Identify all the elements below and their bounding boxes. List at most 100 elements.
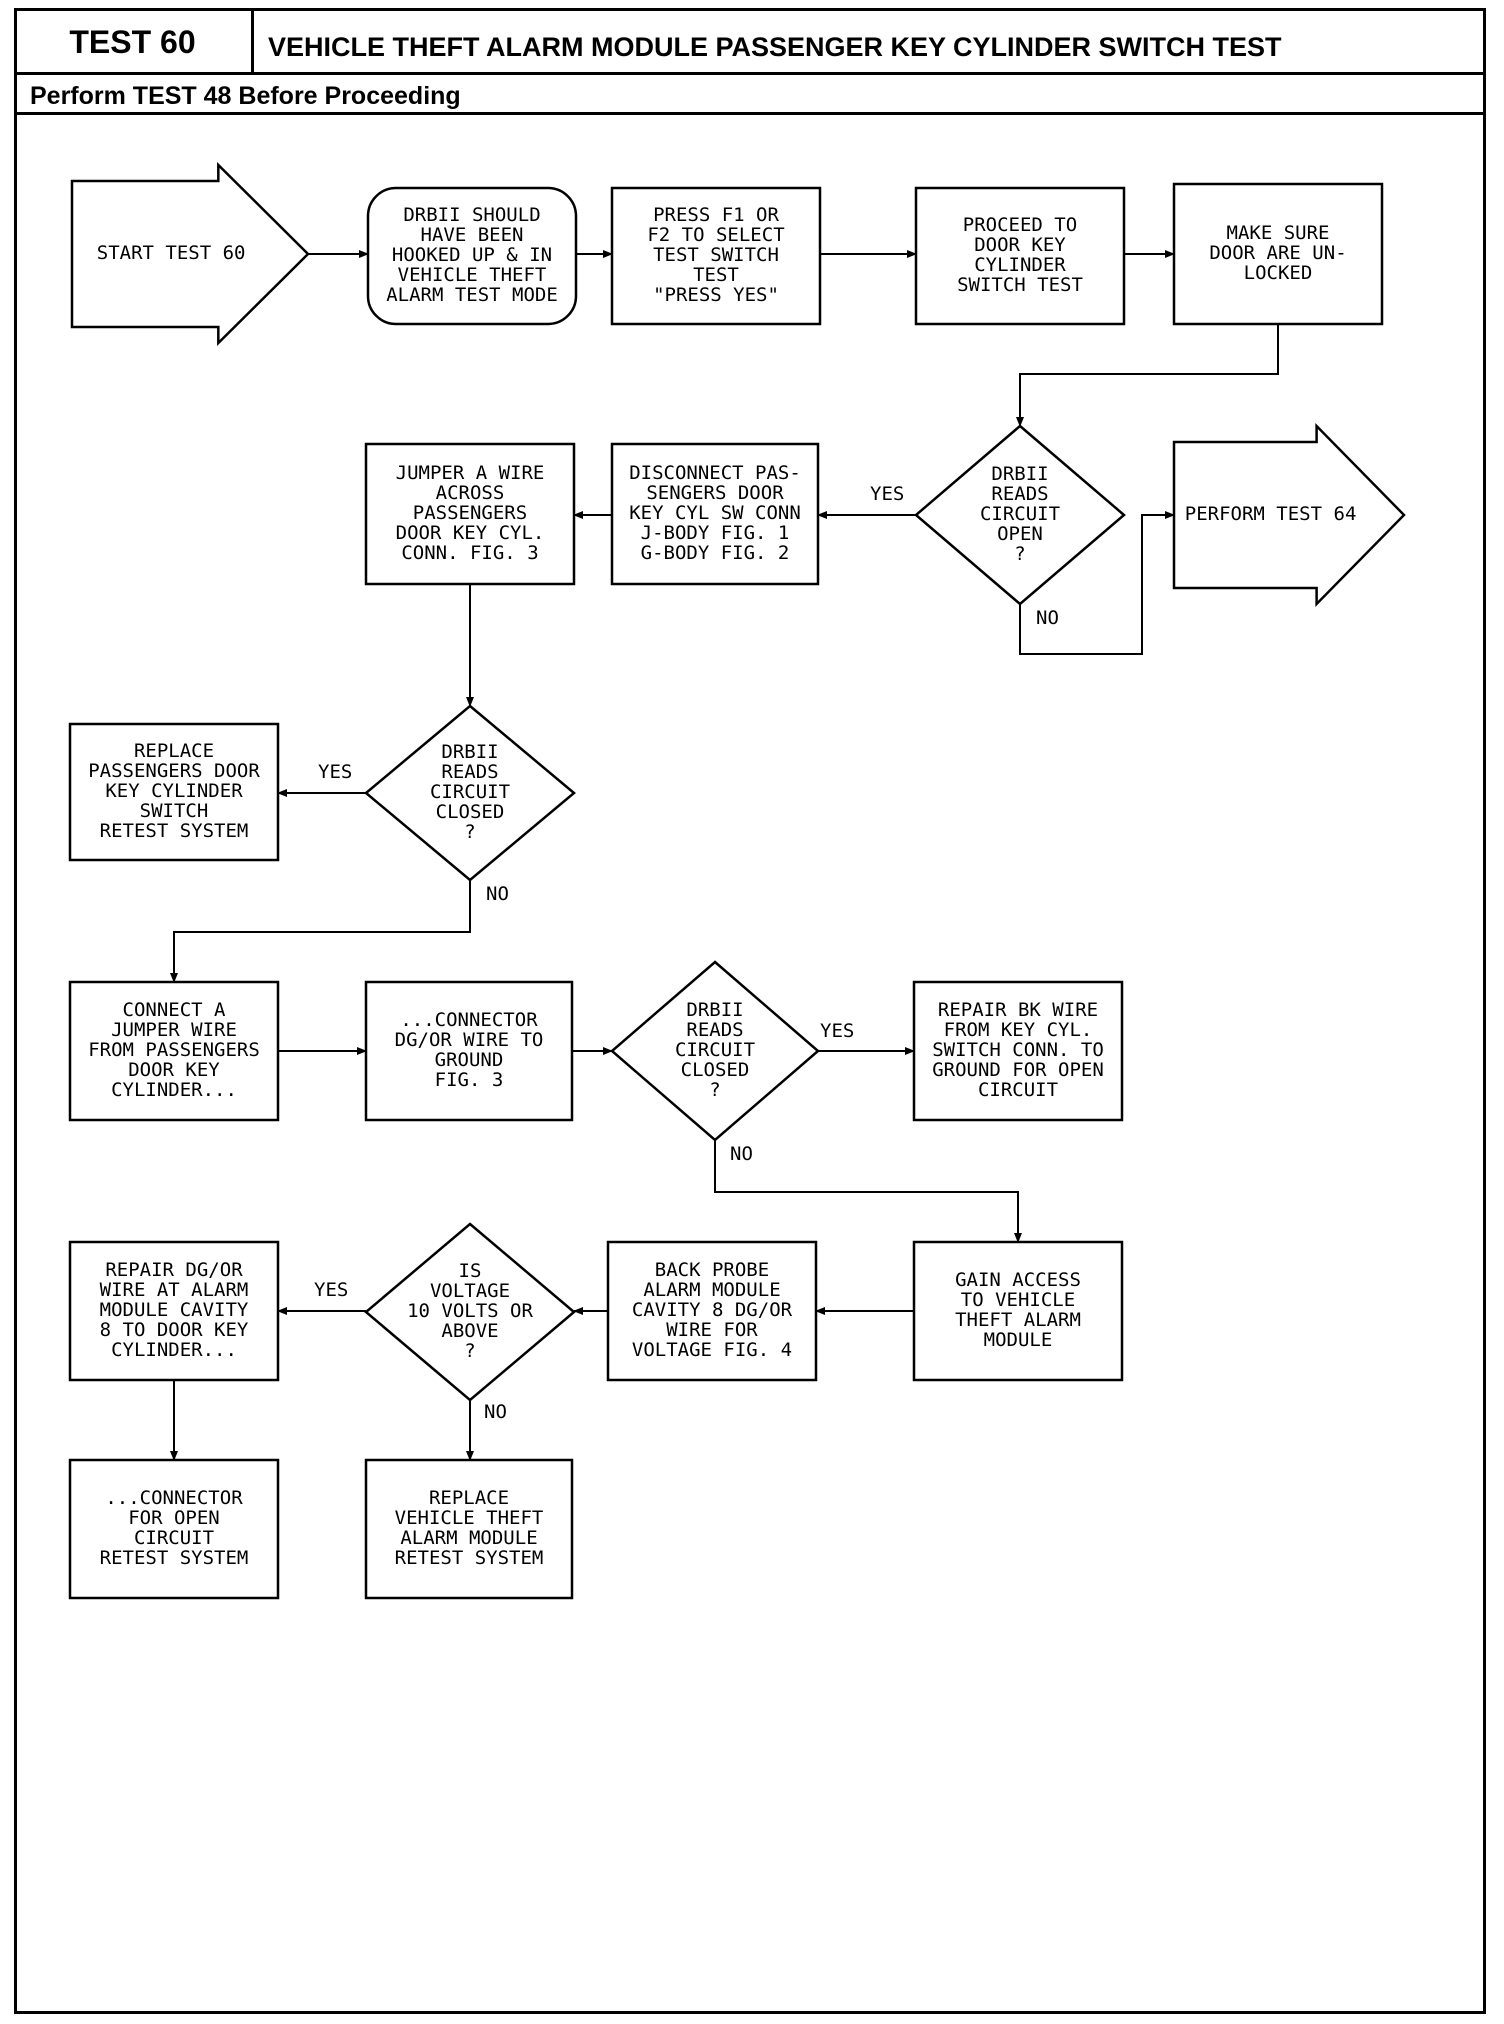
edge-open-no: [1019, 511, 1175, 655]
node-start: [70, 161, 310, 347]
node-connect-jumper-line: DOOR KEY: [128, 1059, 220, 1081]
node-repair-bk-line: FROM KEY CYL.: [944, 1019, 1093, 1041]
node-replace-switch-line: REPLACE: [134, 740, 214, 762]
node-connector-dg-line: ...CONNECTOR: [400, 1009, 538, 1031]
node-back-probe-line: BACK PROBE: [655, 1259, 769, 1281]
node-dec-open-line: READS: [991, 483, 1048, 505]
node-connector-dg-line: GROUND: [435, 1049, 504, 1071]
node-dec-voltage-line: 10 VOLTS OR: [407, 1300, 533, 1322]
test-number: TEST 60: [69, 24, 196, 60]
node-repair-bk-line: SWITCH CONN. TO: [932, 1039, 1104, 1061]
page-title: VEHICLE THEFT ALARM MODULE PASSENGER KEY…: [268, 32, 1282, 62]
edge-make-dec-open: [1016, 324, 1279, 427]
node-disconnect-line: J-BODY FIG. 1: [641, 522, 790, 544]
node-press-f1-line: F2 TO SELECT: [647, 224, 784, 246]
node-make-sure-line: MAKE SURE: [1227, 222, 1330, 244]
label-open-no: NO: [1036, 607, 1059, 629]
node-dec-closed1-line: READS: [441, 761, 498, 783]
node-repair-dg-line: CYLINDER...: [111, 1339, 237, 1361]
node-proceed-line: CYLINDER: [974, 254, 1066, 276]
node-back-probe-line: WIRE FOR: [666, 1319, 758, 1341]
header-divider: [14, 72, 1486, 75]
node-dec-closed1-line: DRBII: [441, 741, 498, 763]
label-open-yes: YES: [870, 483, 904, 505]
node-make-sure-line: DOOR ARE UN-: [1209, 242, 1346, 264]
node-press-f1-line: TEST SWITCH: [653, 244, 779, 266]
node-dec-voltage-line: ?: [464, 1340, 475, 1362]
node-disconnect-line: G-BODY FIG. 2: [641, 542, 790, 564]
node-proceed-line: PROCEED TO: [963, 214, 1077, 236]
edge-dec1-no: [170, 880, 471, 983]
label-dec1-yes: YES: [318, 761, 352, 783]
node-perform64-line: PERFORM TEST 64: [1185, 503, 1357, 525]
node-disconnect-line: KEY CYL SW CONN: [629, 502, 801, 524]
node-dec-open-line: OPEN: [997, 523, 1043, 545]
node-back-probe-line: ALARM MODULE: [643, 1279, 780, 1301]
node-replace-module-line: RETEST SYSTEM: [395, 1547, 544, 1569]
label-dec1-no: NO: [486, 883, 509, 905]
node-connector-open-line: RETEST SYSTEM: [100, 1547, 249, 1569]
node-jumper-across-line: JUMPER A WIRE: [396, 462, 545, 484]
subheader-divider: [14, 112, 1486, 115]
node-jumper-across-line: DOOR KEY CYL.: [396, 522, 545, 544]
node-repair-dg-line: WIRE AT ALARM: [100, 1279, 249, 1301]
page-frame: [14, 8, 1486, 2014]
node-press-f1-line: TEST: [693, 264, 739, 286]
node-repair-dg-line: 8 TO DOOR KEY: [100, 1319, 249, 1341]
node-repair-bk-line: REPAIR BK WIRE: [938, 999, 1098, 1021]
node-drb-hooked-line: ALARM TEST MODE: [386, 284, 558, 306]
node-connect-jumper-line: CONNECT A: [123, 999, 227, 1021]
label-dec2-yes: YES: [820, 1020, 854, 1042]
node-replace-switch-line: PASSENGERS DOOR: [88, 760, 260, 782]
node-proceed-line: DOOR KEY: [974, 234, 1066, 256]
node-make-sure-line: LOCKED: [1244, 262, 1313, 284]
node-replace-switch-line: RETEST SYSTEM: [100, 820, 249, 842]
node-disconnect-line: SENGERS DOOR: [646, 482, 784, 504]
node-dec-closed1-line: ?: [464, 821, 475, 843]
node-repair-dg-line: MODULE CAVITY: [100, 1299, 249, 1321]
node-connect-jumper-line: FROM PASSENGERS: [88, 1039, 260, 1061]
node-connector-dg-line: FIG. 3: [435, 1069, 504, 1091]
node-connector-open-line: ...CONNECTOR: [105, 1487, 243, 1509]
node-dec-open-line: CIRCUIT: [980, 503, 1060, 525]
node-dec-voltage-line: VOLTAGE: [430, 1280, 510, 1302]
node-connector-open-line: FOR OPEN: [128, 1507, 220, 1529]
node-repair-bk-line: CIRCUIT: [978, 1079, 1058, 1101]
test-number-cell: TEST 60: [14, 8, 254, 72]
node-jumper-across-line: ACROSS: [436, 482, 505, 504]
label-dec2-no: NO: [730, 1143, 753, 1165]
prerequisite-note: Perform TEST 48 Before Proceeding: [30, 82, 461, 110]
node-connect-jumper-line: JUMPER WIRE: [111, 1019, 237, 1041]
node-replace-module-line: VEHICLE THEFT: [395, 1507, 544, 1529]
node-drb-hooked-line: VEHICLE THEFT: [398, 264, 547, 286]
node-connector-open-line: CIRCUIT: [134, 1527, 214, 1549]
node-replace-switch-line: KEY CYLINDER: [105, 780, 243, 802]
node-dec-closed2-line: ?: [709, 1079, 720, 1101]
node-dec-open-line: ?: [1014, 543, 1025, 565]
node-jumper-across-line: PASSENGERS: [413, 502, 527, 524]
node-dec-open-line: DRBII: [991, 463, 1048, 485]
label-volt-no: NO: [484, 1401, 507, 1423]
node-replace-switch-line: SWITCH: [140, 800, 209, 822]
node-gain-access-line: THEFT ALARM: [955, 1309, 1081, 1331]
node-dec-closed1-line: CIRCUIT: [430, 781, 510, 803]
node-connect-jumper-line: CYLINDER...: [111, 1079, 237, 1101]
node-press-f1-line: "PRESS YES": [653, 284, 779, 306]
edge-dec2-no: [714, 1140, 1022, 1243]
node-dec-closed1-line: CLOSED: [436, 801, 505, 823]
node-drb-hooked-line: HOOKED UP & IN: [392, 244, 552, 266]
node-drb-hooked-line: DRBII SHOULD: [403, 204, 540, 226]
node-dec-closed2-line: READS: [686, 1019, 743, 1041]
node-dec-closed2-line: CLOSED: [681, 1059, 750, 1081]
node-drb-hooked-line: HAVE BEEN: [421, 224, 524, 246]
node-dec-closed2-line: CIRCUIT: [675, 1039, 755, 1061]
node-jumper-across-line: CONN. FIG. 3: [401, 542, 538, 564]
node-start-line: START TEST 60: [97, 242, 246, 264]
label-volt-yes: YES: [314, 1279, 348, 1301]
node-back-probe-line: VOLTAGE FIG. 4: [632, 1339, 792, 1361]
node-dec-voltage-line: IS: [459, 1260, 482, 1282]
node-back-probe-line: CAVITY 8 DG/OR: [632, 1299, 793, 1321]
node-dec-closed2-line: DRBII: [686, 999, 743, 1021]
node-gain-access-line: TO VEHICLE: [961, 1289, 1075, 1311]
